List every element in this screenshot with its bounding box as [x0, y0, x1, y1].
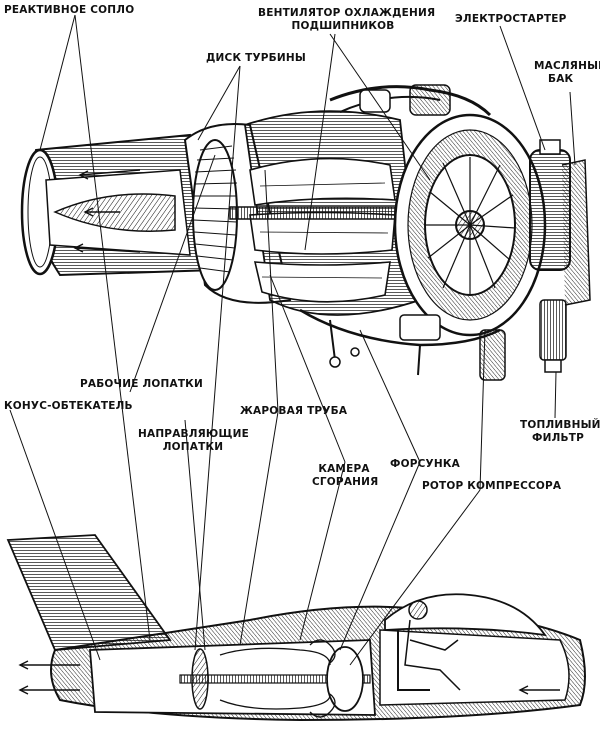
label-bearing-fan-2: ПОДШИПНИКОВ: [291, 20, 395, 32]
label-guide-vanes-2: ЛОПАТКИ: [162, 441, 224, 453]
label-chamber-1: КАМЕРА: [318, 463, 370, 475]
label-blades: РАБОЧИЕ ЛОПАТКИ: [80, 378, 203, 390]
tail-fin: [6, 534, 172, 651]
pilot-figure: [397, 600, 461, 691]
label-injector: ФОРСУНКА: [390, 458, 460, 470]
label-compressor-rotor: РОТОР КОМПРЕССОРА: [422, 480, 562, 492]
turbine-blades: [192, 145, 238, 273]
label-fuel-filter-1: ТОПЛИВНЫЙ: [520, 419, 600, 431]
label-bearing-fan-1: ВЕНТИЛЯТОР ОХЛАЖДЕНИЯ: [258, 7, 436, 19]
label-turbine-disk: ДИСК ТУРБИНЫ: [206, 52, 306, 64]
label-chamber-2: СГОРАНИЯ: [312, 476, 379, 488]
aircraft: [6, 534, 586, 722]
main-shaft: [229, 206, 421, 220]
label-fuel-filter-2: ФИЛЬТР: [532, 432, 584, 444]
label-flame-tube: ЖАРОВАЯ ТРУБА: [240, 405, 348, 417]
leader-lines: [9, 14, 576, 666]
aircraft-engine-shaft: [179, 674, 371, 684]
label-oil-tank-2: БАК: [548, 73, 574, 85]
flame-tubes: [249, 157, 396, 303]
label-cone: КОНУС-ОБТЕКАТЕЛЬ: [4, 400, 133, 412]
engine: [20, 84, 591, 381]
label-guide-vanes-1: НАПРАВЛЯЮЩИЕ: [138, 428, 249, 440]
fuel-filter-body: [539, 299, 567, 361]
label-starter: ЭЛЕКТРОСТАРТЕР: [455, 13, 567, 25]
label-oil-tank-1: МАСЛЯНЫЙ: [534, 60, 600, 72]
label-nozzle: РЕАКТИВНОЕ СОПЛО: [4, 4, 135, 16]
